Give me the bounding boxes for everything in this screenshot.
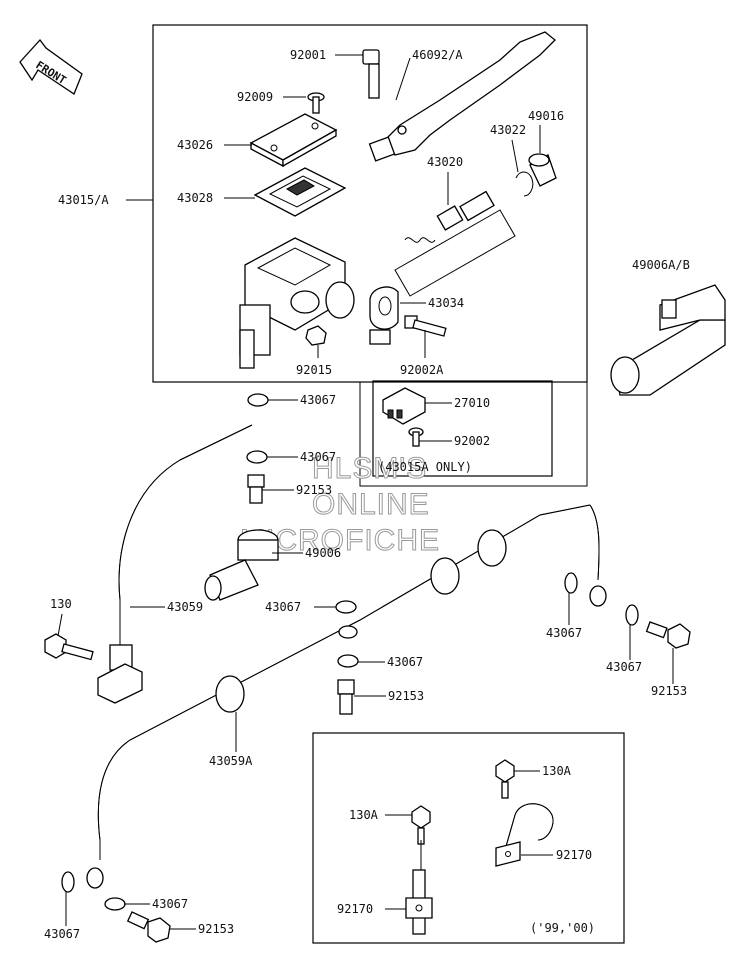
- box-connector: [359, 382, 588, 487]
- callout-92001: 92001: [290, 48, 326, 62]
- callout-92002: 92002: [454, 434, 490, 448]
- washer-43067-a: [247, 393, 269, 407]
- callout-92009: 92009: [237, 90, 273, 104]
- years-note: ('99,'00): [530, 921, 595, 935]
- callout-92002A: 92002A: [400, 363, 444, 377]
- callout-43059A: 43059A: [209, 754, 253, 768]
- washer-43067-f: [625, 604, 639, 626]
- washer-43067-d: [337, 654, 359, 668]
- washer-43067-e: [564, 572, 578, 594]
- reservoir-cap-icon: [249, 113, 338, 168]
- screw-92002-icon: [408, 427, 424, 447]
- hose-43059-icon: [97, 424, 253, 704]
- clamp-43034-icon: [369, 286, 399, 345]
- callout-43067-f: 43067: [606, 660, 642, 674]
- nut-92015-icon: [305, 325, 327, 346]
- callout-43015A-only: (43015A ONLY): [378, 460, 472, 474]
- bolt-92001-icon: [362, 49, 380, 99]
- callout-49006: 49006: [305, 546, 341, 560]
- bolt-130A-right-icon: [495, 759, 515, 799]
- callout-43067-d: 43067: [387, 655, 423, 669]
- callout-43059: 43059: [167, 600, 203, 614]
- switch-inset-box: [372, 380, 553, 477]
- master-cylinder-body-icon: [239, 237, 355, 369]
- leader-lines: [57, 54, 674, 930]
- callout-43026: 43026: [177, 138, 213, 152]
- bolt-130A-left-icon: [411, 805, 431, 845]
- callout-130A-right: 130A: [542, 764, 572, 778]
- banjo-bolt-b-icon: [337, 679, 355, 715]
- brake-lever-icon: [368, 31, 556, 162]
- bolt-92002A-icon: [404, 315, 447, 337]
- callout-43067-b: 43067: [300, 450, 336, 464]
- washer-43067-g: [61, 871, 75, 893]
- callout-49006AB: 49006A/B: [632, 258, 690, 272]
- hose-43059A-icon: [86, 504, 607, 889]
- brake-switch-icon: [382, 387, 426, 425]
- circlip-icon: [515, 171, 534, 197]
- master-cylinder-box: [152, 24, 588, 383]
- callout-46092A: 46092/A: [412, 48, 463, 62]
- callout-43067-a: 43067: [300, 393, 336, 407]
- watermark-line-2: ONLINE: [312, 488, 430, 521]
- diaphragm-icon: [253, 167, 347, 217]
- watermark-line-1: HLSM'S: [312, 452, 427, 485]
- callout-92153-c: 92153: [651, 684, 687, 698]
- master-cylinder-cover-icon: [610, 284, 726, 396]
- boot-49016-icon: [528, 153, 557, 187]
- callout-43022: 43022: [490, 123, 526, 137]
- callout-92170-left: 92170: [337, 902, 373, 916]
- washer-43067-h: [104, 897, 126, 911]
- callout-27010: 27010: [454, 396, 490, 410]
- bolt-130-icon: [44, 633, 94, 661]
- callout-92153-d: 92153: [198, 922, 234, 936]
- banjo-bolt-a-icon: [247, 474, 265, 504]
- screw-92009-icon: [307, 92, 325, 114]
- callout-92015: 92015: [296, 363, 332, 377]
- washer-43067-b: [246, 450, 268, 464]
- callout-43015A: 43015/A: [58, 193, 109, 207]
- callout-43034: 43034: [428, 296, 464, 310]
- clamp-92170-right-icon: [495, 803, 554, 867]
- front-arrow-icon: FRONT: [19, 38, 83, 95]
- callout-92153-b: 92153: [388, 689, 424, 703]
- clamp-inset-box: [312, 732, 625, 944]
- callout-130: 130: [50, 597, 72, 611]
- callout-49016: 49016: [528, 109, 564, 123]
- callout-43028: 43028: [177, 191, 213, 205]
- callout-92153-a: 92153: [296, 483, 332, 497]
- callout-43067-c: 43067: [265, 600, 301, 614]
- callout-43067-e: 43067: [546, 626, 582, 640]
- callout-43067-g: 43067: [44, 927, 80, 941]
- banjo-bolt-d-icon: [126, 911, 171, 943]
- banjo-bolt-c-icon: [645, 621, 691, 649]
- callout-92170-right: 92170: [556, 848, 592, 862]
- callout-130A-left: 130A: [349, 808, 379, 822]
- callout-43020: 43020: [427, 155, 463, 169]
- piston-kit-icon: [394, 190, 516, 297]
- clamp-92170-left-icon: [405, 869, 433, 935]
- fitting-49006-icon: [204, 529, 279, 601]
- washer-43067-c: [335, 600, 357, 614]
- callout-43067-h: 43067: [152, 897, 188, 911]
